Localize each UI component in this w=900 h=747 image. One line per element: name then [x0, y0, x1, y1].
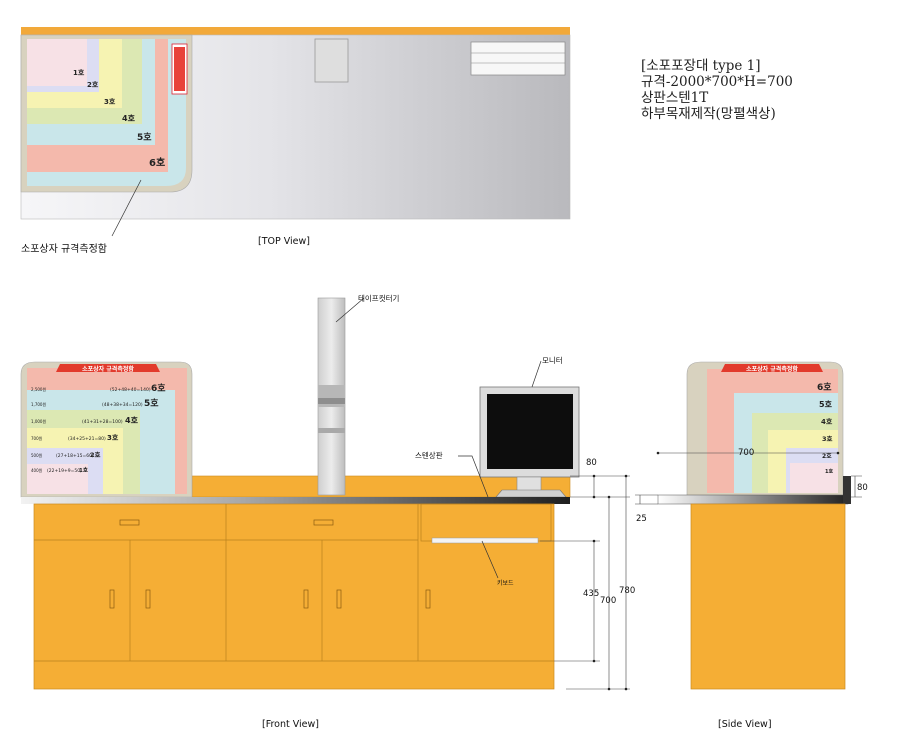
- side-view: 소포상자 규격측정함 6호 5호 4호 3호 2호 1호: [635, 361, 862, 690]
- top-size-label-3: 3호: [104, 97, 116, 106]
- front-row-dims-5: (48+38+34=120): [102, 402, 143, 408]
- front-row-size-4: 4호: [125, 415, 139, 425]
- front-row-size-2: 2호: [90, 450, 101, 459]
- front-row-dims-3: (34+25+21=80): [68, 436, 106, 442]
- side-size-label-6: 6호: [817, 382, 832, 393]
- front-chart-banner: [56, 364, 160, 372]
- tape-cutter-label: 테이프컷터기: [358, 293, 399, 303]
- side-cabinet: [690, 503, 846, 690]
- front-row-dims-4: (41+31+28=100): [82, 419, 123, 425]
- side-steel-top: [657, 494, 849, 505]
- dim-435: 435: [583, 589, 599, 599]
- dim-25: 25: [636, 514, 647, 524]
- cabinet: [33, 503, 555, 690]
- dim-80-front: 80: [586, 458, 597, 468]
- spec-bottom: 하부목재제작(망펼색상): [641, 106, 776, 122]
- front-row-dims-1: (22+19+9=50): [47, 468, 82, 474]
- dim-80-side: 80: [857, 483, 868, 493]
- steel-top-label: 스텐상판: [415, 450, 443, 460]
- top-monitor-outline: [470, 41, 566, 76]
- spec-block: [소포포장대 type 1] 규격-2000*700*H=700 상판스텐1T …: [641, 58, 793, 122]
- front-row-dims-2: (27+18+15=60): [56, 453, 94, 459]
- front-row-size-1: 1호: [79, 466, 88, 474]
- top-cutter-outline: [314, 38, 349, 83]
- front-row-size-5: 5호: [144, 398, 159, 409]
- front-row-price-1: 400원: [31, 467, 43, 473]
- top-view-edge: [21, 27, 570, 35]
- spec-title: [소포포장대 type 1]: [641, 58, 761, 74]
- top-size-label-5: 5호: [137, 132, 152, 143]
- side-size-label-3: 3호: [822, 434, 833, 443]
- top-size-label-6: 6호: [149, 156, 165, 169]
- dim-700-side: 700: [738, 448, 754, 458]
- dim-780: 780: [619, 586, 635, 596]
- top-chart-sign-inner: [174, 47, 185, 91]
- top-size-1: [27, 39, 87, 86]
- front-chart-title: 소포상자 규격측정함: [82, 365, 134, 373]
- spec-size: 규격-2000*700*H=700: [641, 74, 793, 90]
- chart-caption-leader: [111, 179, 142, 237]
- dim-700-front: 700: [600, 596, 616, 606]
- keyboard: [431, 537, 539, 544]
- monitor-label: 모니터: [542, 356, 563, 365]
- front-view: 소포상자 규격측정함 2,500원 (52+48+40=140) 6호 1,70…: [20, 297, 630, 691]
- front-row-price-6: 2,500원: [31, 386, 46, 392]
- front-size-1: [27, 464, 88, 494]
- steel-top: [21, 497, 570, 504]
- side-chart-banner: [721, 364, 823, 372]
- side-size-label-2: 2호: [822, 452, 832, 460]
- front-view-caption: [Front View]: [262, 719, 319, 730]
- side-size-label-5: 5호: [819, 399, 833, 409]
- top-size-label-4: 4호: [122, 113, 136, 123]
- top-view: 1호 2호 3호 4호 5호 6호: [20, 27, 571, 237]
- spec-top: 상판스텐1T: [641, 90, 709, 106]
- chart-caption: 소포상자 규격측정함: [21, 242, 107, 255]
- side-size-label-1: 1호: [825, 468, 833, 475]
- front-row-size-3: 3호: [107, 433, 119, 442]
- top-size-label-2: 2호: [87, 80, 99, 89]
- monitor-base: [495, 489, 567, 498]
- monitor-leader: [531, 360, 542, 388]
- side-chart-title: 소포상자 규격측정함: [746, 365, 798, 373]
- side-size-label-4: 4호: [821, 417, 833, 426]
- side-view-caption: [Side View]: [718, 719, 772, 730]
- tape-cutter-leader: [335, 297, 365, 323]
- side-size-1: [790, 463, 838, 493]
- steel-top-leader: [458, 455, 489, 498]
- monitor-screen: [487, 394, 573, 469]
- front-row-price-2: 500원: [31, 452, 43, 458]
- top-view-caption: [TOP View]: [258, 236, 310, 247]
- side-backstop: [843, 476, 851, 504]
- keyboard-label: 키보드: [497, 579, 514, 587]
- front-row-price-4: 1,000원: [31, 418, 46, 424]
- front-row-price-5: 1,700원: [31, 401, 46, 407]
- keyboard-leader: [481, 540, 499, 579]
- front-row-dims-6: (52+48+40=140): [110, 387, 151, 393]
- front-row-price-3: 700원: [31, 435, 43, 441]
- front-row-size-6: 6호: [151, 383, 166, 394]
- top-size-label-1: 1호: [73, 68, 85, 77]
